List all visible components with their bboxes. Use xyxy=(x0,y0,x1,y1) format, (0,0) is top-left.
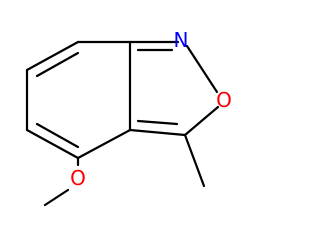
bond-o-c3 xyxy=(183,105,220,137)
bond-c7-c6-inner xyxy=(35,51,80,78)
molecule-structure: N O O xyxy=(25,28,232,207)
isoxazole-ring xyxy=(128,40,220,137)
bond-c7-c6-outer xyxy=(25,40,80,72)
atom-n-label: N xyxy=(174,28,189,52)
benzene-ring xyxy=(25,40,132,160)
bond-methyl xyxy=(183,133,206,188)
atom-o-methoxy-label: O xyxy=(70,166,86,190)
bond-c5-c4-outer xyxy=(25,128,80,160)
bond-c3-c3a-inner xyxy=(136,119,179,126)
bond-c4-c3a xyxy=(76,128,132,160)
bond-o-methyl-methoxy xyxy=(43,188,70,207)
bond-n-o xyxy=(185,44,219,94)
atom-o-ring-label: O xyxy=(216,88,232,112)
bond-c5-c4-inner xyxy=(35,122,80,149)
bond-c3-c3a-outer xyxy=(128,128,187,137)
